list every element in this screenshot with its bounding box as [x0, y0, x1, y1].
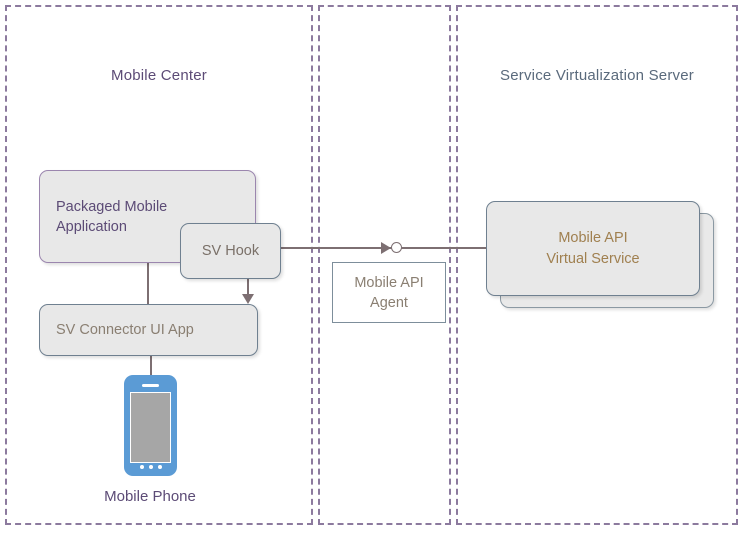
connector-agent-to-virtual-service	[401, 247, 487, 249]
connector-hook-to-connector-app	[247, 278, 249, 300]
phone-caption: Mobile Phone	[104, 488, 196, 505]
node-label-sv-hook: SV Hook	[201, 243, 260, 259]
node-label-packaged-mobile-application: Packaged Mobile Application	[56, 198, 168, 235]
zone-title-mobile-center: Mobile Center	[111, 67, 207, 84]
node-sv-hook[interactable]: SV Hook	[180, 223, 281, 279]
connector-hook-to-agent	[281, 247, 393, 249]
phone-home-dots-icon	[124, 465, 177, 469]
zone-mobile-center: Mobile Center	[5, 5, 313, 525]
node-mobile-api-virtual-service[interactable]: Mobile API Virtual Service	[486, 201, 700, 296]
phone-speaker-icon	[142, 384, 159, 387]
endpoint-circle-icon	[391, 242, 402, 253]
mobile-phone-icon	[124, 375, 177, 476]
zone-service-virtualization-server: Service Virtualization Server	[456, 5, 738, 525]
phone-screen	[130, 392, 171, 463]
zone-middle	[318, 5, 451, 525]
arrow-right-icon	[381, 242, 391, 254]
node-label-sv-connector-ui-app: SV Connector UI App	[56, 322, 194, 338]
node-packaged-mobile-application[interactable]: Packaged Mobile Application	[39, 170, 256, 263]
node-label-mobile-api-agent: Mobile API Agent	[354, 274, 424, 311]
connector-app-to-connector-app	[147, 262, 149, 306]
node-mobile-api-agent[interactable]: Mobile API Agent	[332, 262, 446, 323]
zone-title-service-virtualization-server: Service Virtualization Server	[500, 67, 694, 84]
node-label-mobile-api-virtual-service: Mobile API Virtual Service	[546, 229, 640, 267]
arrow-down-icon	[242, 294, 254, 304]
node-sv-connector-ui-app[interactable]: SV Connector UI App	[39, 304, 258, 356]
connector-connector-app-to-phone	[150, 356, 152, 378]
